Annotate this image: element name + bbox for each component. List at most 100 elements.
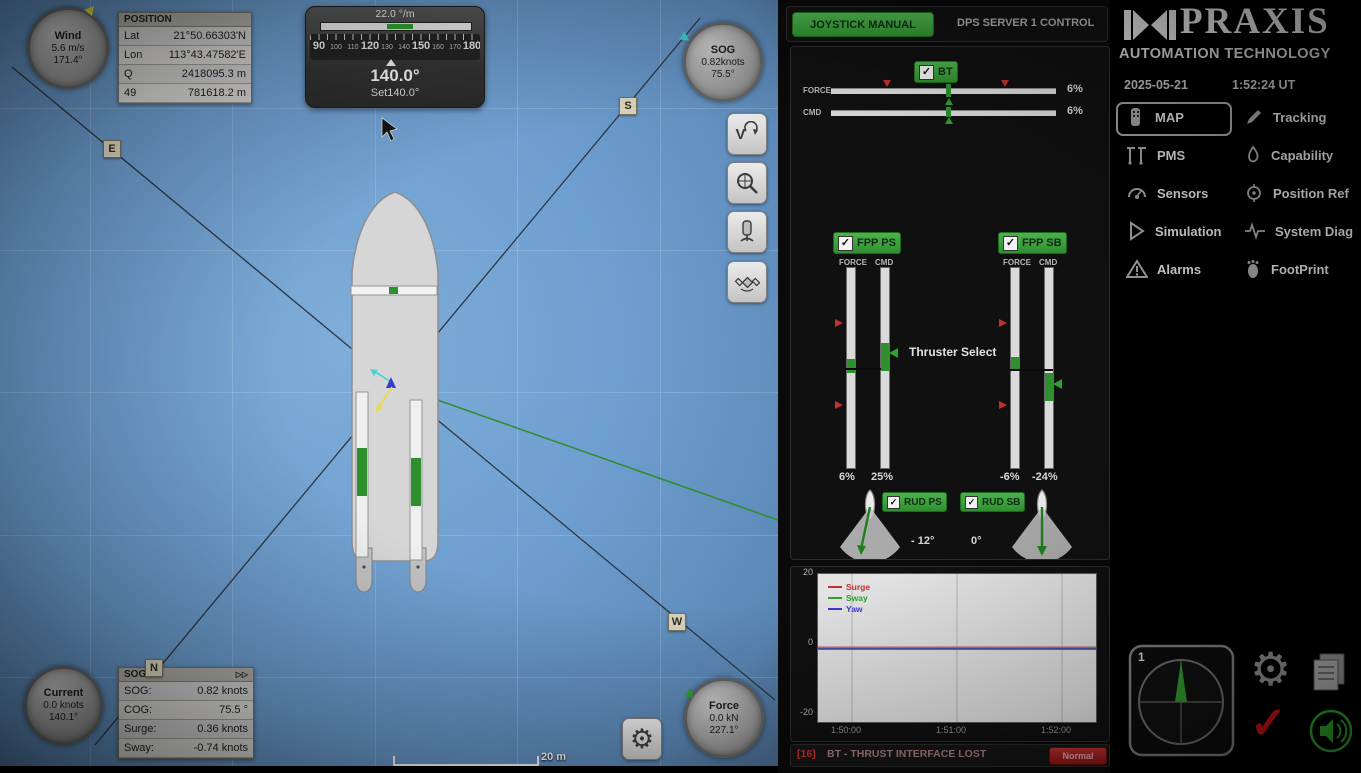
- simulation-icon: [1130, 221, 1145, 241]
- zoom-target-button[interactable]: [727, 162, 767, 204]
- view-rotate-button[interactable]: V: [727, 113, 767, 155]
- force-direction-value: 227.1°: [709, 724, 739, 736]
- satellite-button[interactable]: [727, 261, 767, 303]
- system-diag-icon: [1245, 222, 1265, 240]
- gear-icon: ⚙: [629, 723, 655, 754]
- fpp-ps-force-value: 6%: [839, 471, 855, 483]
- fpp-ps-label: FPP PS: [857, 237, 896, 249]
- wind-direction-value: 171.4°: [53, 54, 83, 66]
- settings-gear-icon[interactable]: ⚙: [1250, 643, 1292, 695]
- magnifier-icon: [737, 173, 758, 194]
- force-value: 0.0 kN: [709, 712, 739, 724]
- accept-check-icon[interactable]: ✓: [1250, 699, 1287, 748]
- rotate-arrow-icon: [743, 121, 758, 135]
- alarm-code: [16]: [797, 748, 816, 760]
- documents-icon[interactable]: [1308, 650, 1352, 696]
- menu-item-map[interactable]: MAP: [1126, 102, 1184, 132]
- time-label: 1:52:24 UT: [1232, 78, 1296, 92]
- alarm-bar[interactable]: [16] BT - THRUST INTERFACE LOST Normal: [790, 744, 1110, 767]
- bt-cmd-handle[interactable]: [946, 107, 951, 117]
- position-panel-title: POSITION: [124, 14, 172, 25]
- position-row-label: Lon: [124, 49, 143, 61]
- praxis-logo-text: PRAXIS: [1180, 1, 1330, 42]
- thruster-view-button[interactable]: [727, 211, 767, 253]
- tape-number: 90: [312, 40, 326, 52]
- fpp-ps-cmd-label: CMD: [875, 258, 894, 267]
- menu-item-position-ref[interactable]: Position Ref: [1244, 178, 1349, 208]
- rud-ps-angle: - 12°: [911, 535, 935, 547]
- fpp-ps-limit-marker: [835, 401, 843, 409]
- wind-gauge: Wind 5.6 m/s 171.4°: [27, 7, 109, 89]
- thruster-box: ✓ BT FORCE CMD 6% 6% ✓ FPP PS FORCE CMD: [790, 46, 1110, 560]
- tape-number: 140: [398, 44, 410, 51]
- check-icon: ✓: [887, 495, 900, 509]
- map-view[interactable]: E S W N Wind 5.6 m/s 171.4° POSITION Lat…: [0, 0, 778, 766]
- menu-label: Position Ref: [1273, 185, 1349, 201]
- fpp-sb-checkbox[interactable]: ✓ FPP SB: [998, 232, 1067, 254]
- bt-force-limit-marker: [883, 80, 891, 87]
- menu-item-footprint[interactable]: FootPrint: [1244, 254, 1329, 284]
- map-settings-button[interactable]: ⚙: [622, 718, 662, 760]
- menu-item-simulation[interactable]: Simulation: [1126, 216, 1221, 246]
- menu-item-sensors[interactable]: Sensors: [1126, 178, 1208, 208]
- sog-gauge-title: SOG: [710, 43, 736, 56]
- alarm-text: BT - THRUST INTERFACE LOST: [827, 748, 987, 760]
- x-axis-tick: 1:52:00: [1041, 725, 1072, 735]
- heading-tape: 90 100 110 120 130 140 150 160 170 180: [310, 34, 480, 60]
- trend-chart-box: 20 0 -20 Surge Sway: [790, 566, 1110, 742]
- bearing-letter-n: N: [145, 659, 163, 677]
- fpp-ps-force-fill: [847, 359, 855, 373]
- heading-tape-marker: [386, 59, 396, 66]
- menu-item-alarms[interactable]: Alarms: [1126, 254, 1201, 284]
- check-icon: ✓: [965, 495, 978, 509]
- pms-icon: [1127, 147, 1146, 165]
- fpp-sb-cmd-handle[interactable]: [1045, 373, 1053, 401]
- position-row-value: 113°43.47582'E: [168, 49, 246, 61]
- rud-sb-angle: 0°: [971, 535, 982, 547]
- current-speed-value: 0.0 knots: [43, 700, 84, 711]
- menu-item-capability[interactable]: Capability: [1244, 140, 1333, 170]
- rud-sb-checkbox[interactable]: ✓ RUD SB: [960, 492, 1026, 512]
- position-row-value: 2418095.3 m: [181, 68, 246, 80]
- rud-ps-checkbox[interactable]: ✓ RUD PS: [882, 492, 947, 512]
- wind-speed-value: 5.6 m/s: [51, 42, 85, 54]
- speaker-icon[interactable]: [1308, 708, 1354, 754]
- alarm-normal-button[interactable]: Normal: [1049, 747, 1107, 765]
- date-label: 2025-05-21: [1124, 78, 1188, 92]
- force-gauge: Force 0.0 kN 227.1°: [684, 678, 764, 758]
- menu-item-tracking[interactable]: Tracking: [1244, 102, 1326, 132]
- fpp-ps-cmd-handle[interactable]: [881, 343, 889, 371]
- surge-legend-label: Surge: [846, 582, 871, 592]
- sog-row-value: 75.5 °: [219, 704, 248, 716]
- fast-forward-icon[interactable]: ▷▷: [235, 670, 248, 679]
- tracking-icon: [1247, 110, 1261, 124]
- bt-cmd-handle-arrow: [945, 117, 953, 124]
- wind-gauge-title: Wind: [54, 29, 82, 42]
- menu-item-pms[interactable]: PMS: [1126, 140, 1185, 170]
- map-scale-bar: [393, 756, 539, 766]
- mouse-cursor: [381, 117, 398, 142]
- menu-item-system-diag[interactable]: System Diag: [1244, 216, 1353, 246]
- check-icon: ✓: [919, 64, 934, 80]
- yaw-legend-swatch: [828, 608, 842, 610]
- heading-indicator: 22.0 °/m 90 100 110 120 130 140 150 160 …: [305, 6, 485, 108]
- fpp-ps-checkbox[interactable]: ✓ FPP PS: [833, 232, 901, 254]
- sog-panel-title: SOG: [124, 669, 147, 680]
- bt-cmd-slider[interactable]: [831, 110, 1056, 116]
- bt-cmd-value: 6%: [1067, 105, 1083, 117]
- fpp-sb-cmd-label: CMD: [1039, 258, 1058, 267]
- check-icon: ✓: [1003, 235, 1018, 251]
- current-gauge-title: Current: [43, 687, 84, 699]
- rud-ps-label: RUD PS: [904, 496, 942, 508]
- bt-force-slider[interactable]: [831, 88, 1056, 94]
- bt-force-handle[interactable]: [946, 84, 951, 97]
- y-axis-tick: -20: [799, 707, 813, 717]
- rate-of-turn-bar: [320, 22, 472, 31]
- bt-checkbox[interactable]: ✓ BT: [914, 61, 958, 83]
- sensors-icon: [1128, 188, 1146, 199]
- fpp-sb-cmd-slider[interactable]: [1044, 267, 1054, 469]
- rud-sb-label: RUD SB: [982, 496, 1021, 508]
- position-row-label: 49: [124, 87, 137, 99]
- tape-number: 150: [411, 40, 431, 52]
- joystick-manual-button[interactable]: JOYSTICK MANUAL: [792, 12, 934, 37]
